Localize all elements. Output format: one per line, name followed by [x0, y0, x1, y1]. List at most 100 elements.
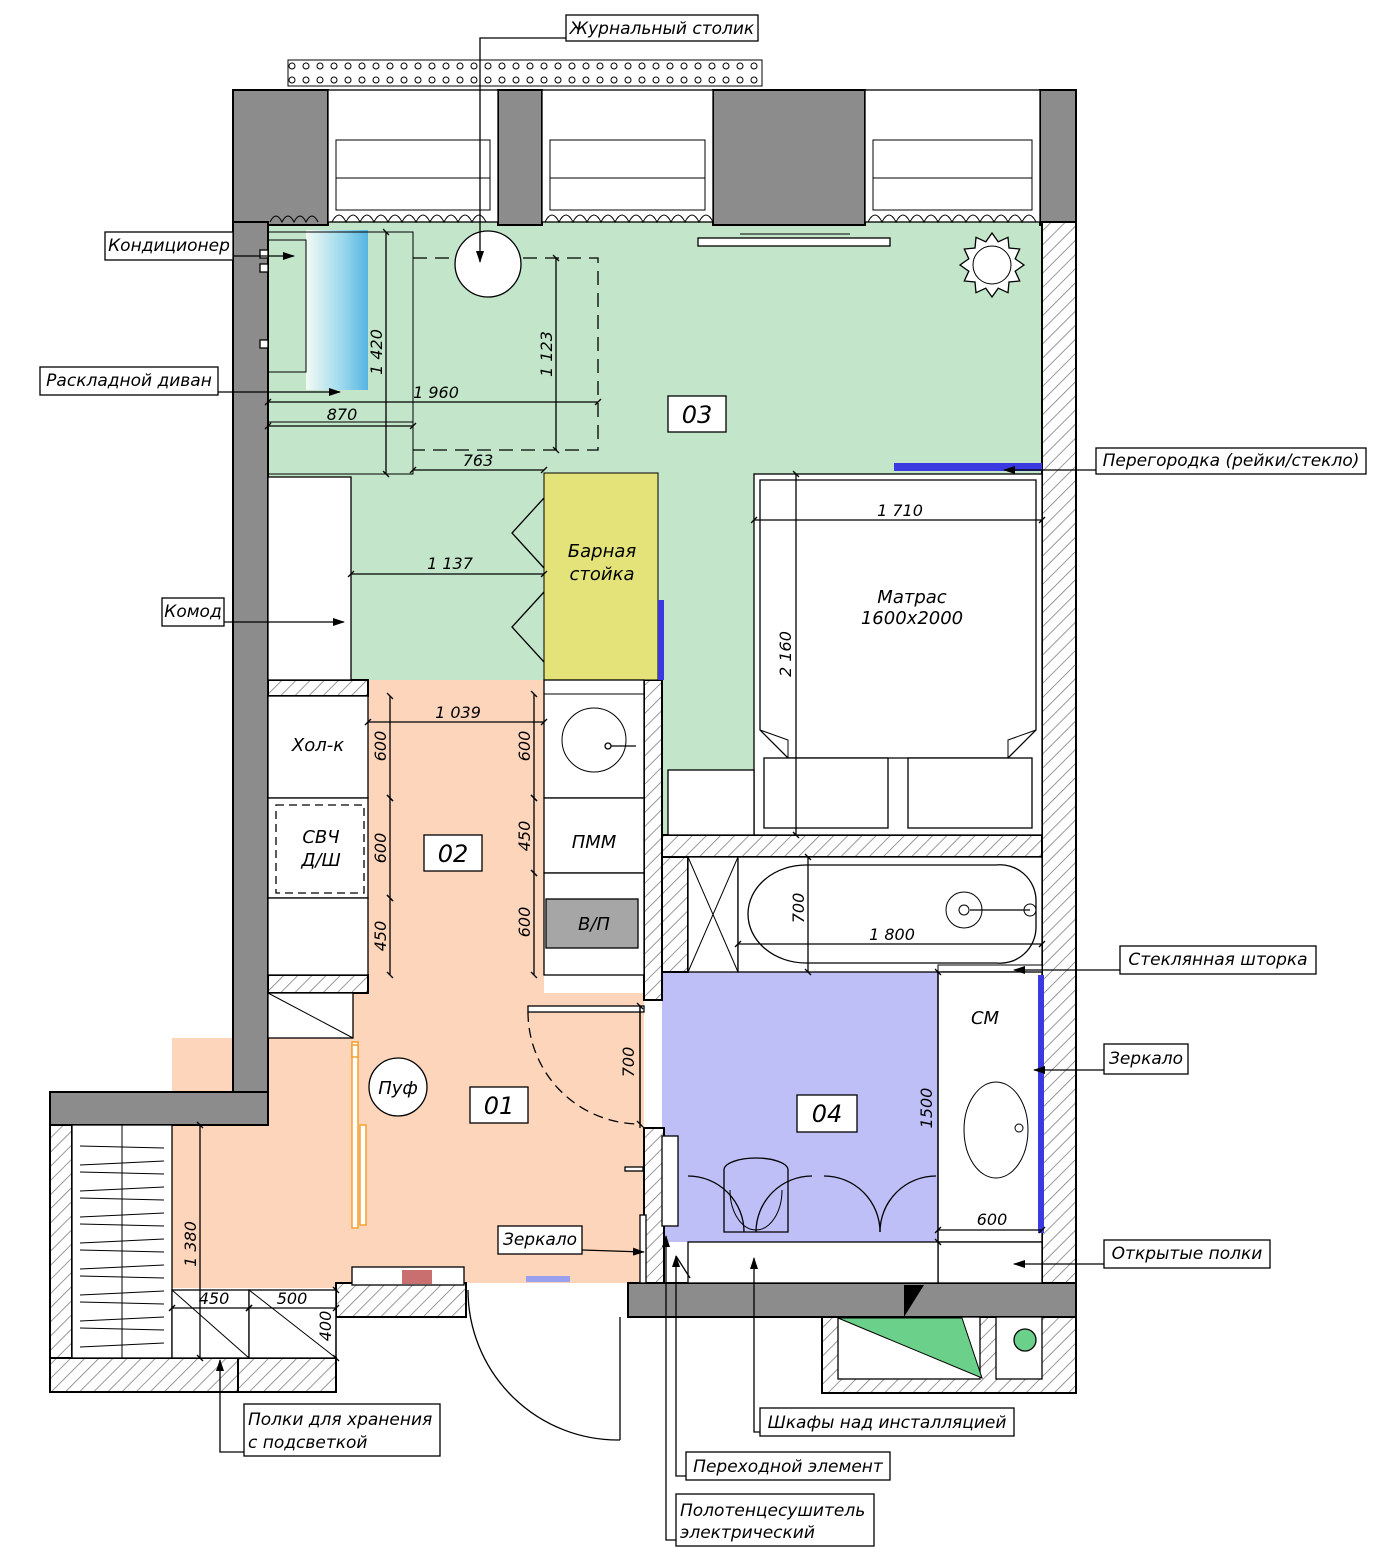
dresser: [267, 476, 352, 681]
svg-text:Полотенцесушитель: Полотенцесушитель: [680, 1501, 865, 1521]
dim-1500: 1500: [917, 1088, 936, 1129]
svg-text:с подсветкой: с подсветкой: [248, 1433, 367, 1453]
wall-pier-1: [232, 89, 329, 226]
wall-pier-2: [497, 89, 543, 226]
microwave-label-1: СВЧ: [302, 827, 339, 848]
svg-text:Зеркало: Зеркало: [1109, 1049, 1183, 1069]
callouts: Журнальный столик Кондиционер Раскладной…: [39, 14, 1367, 1547]
riser-pipe: [1013, 1328, 1037, 1352]
window-1: [327, 89, 499, 223]
wall-bath-left: [661, 856, 689, 973]
bar-stool-2: [511, 591, 545, 663]
cabinet-door-1: [687, 1175, 745, 1233]
dim-700-bath: 700: [789, 893, 808, 924]
room-01: 01: [484, 1092, 515, 1120]
window-3: [864, 89, 1041, 223]
open-shelves: [937, 1241, 1043, 1284]
dim-700-door: 700: [619, 1047, 638, 1078]
sofa-back: [267, 239, 307, 373]
windows: [269, 59, 1041, 247]
towel-dryer: [661, 1135, 679, 1227]
wall-bottom-bath: [627, 1282, 1077, 1318]
wall-bottom-entry: [237, 1357, 337, 1393]
glass-partition: [894, 463, 1042, 471]
lower-cabinet: [267, 897, 369, 976]
dim-500: 500: [277, 1289, 308, 1308]
microwave: [275, 804, 365, 894]
toilet: [723, 1157, 789, 1233]
callout-mirror-hall: [497, 1225, 583, 1255]
wall-pier-3: [712, 89, 866, 226]
balcony-rail-dots: [288, 62, 758, 84]
dim-1710: 1 710: [877, 501, 923, 520]
wall-pier-4: [1039, 89, 1077, 226]
dim-k600a: 600: [371, 731, 390, 762]
svg-text:электрический: электрический: [680, 1523, 815, 1543]
dim-1039: 1 039: [435, 703, 481, 722]
dimension-labels: 1 420 1 123 1 960 870 763 1 137 1 710 2 …: [181, 329, 1007, 1341]
wall-bottom-left: [49, 1357, 239, 1393]
pouf: [368, 1057, 428, 1117]
callout-sofa-bed: [39, 366, 219, 396]
wall-kitchen-bottom: [267, 974, 369, 994]
entry-door-swing: [467, 1289, 621, 1441]
curtain-4: [867, 214, 1037, 224]
curtain-3: [544, 214, 714, 224]
dishwasher-label: ПММ: [572, 832, 617, 853]
nightstand-2: [907, 757, 1033, 829]
dim-r600a: 600: [515, 731, 534, 762]
ac-unit: [259, 249, 269, 259]
storage-shelf-lines: [79, 1125, 165, 1358]
callout-open-shelves: [1103, 1239, 1271, 1269]
mattress-label-1: Матрас: [877, 587, 947, 608]
glass-screen: [937, 964, 1043, 973]
bar-label-1: Барная: [568, 541, 637, 562]
bar-partition: [658, 600, 664, 680]
sink-icon: [561, 707, 627, 773]
window-2: [541, 89, 714, 223]
dimension-lines: [168, 228, 1046, 1362]
cabinet-door-2: [755, 1175, 813, 1233]
bath-mirror: [1038, 975, 1044, 1233]
dim-1123: 1 123: [537, 331, 556, 377]
dim-r450: 450: [515, 821, 534, 852]
sink-cabinet: [543, 679, 645, 799]
svg-text:Стеклянная шторка: Стеклянная шторка: [1128, 950, 1307, 970]
fridge: [267, 695, 369, 799]
dim-k450a: 450: [371, 921, 390, 952]
dim-1960: 1 960: [413, 383, 459, 402]
svg-text:Комод: Комод: [164, 602, 221, 622]
shoe-box: [402, 1270, 432, 1284]
callout-dresser: [161, 597, 225, 627]
svg-text:Кондиционер: Кондиционер: [108, 236, 230, 256]
dim-k600b: 600: [371, 833, 390, 864]
svg-text:Открытые полки: Открытые полки: [1112, 1244, 1263, 1264]
callout-air-conditioner: [104, 231, 234, 261]
dim-1137: 1 137: [427, 554, 474, 573]
callout-transition: [685, 1451, 891, 1481]
bath-sink: [963, 1081, 1029, 1179]
wall-left-bottom: [49, 1124, 73, 1392]
bar-stool-1: [511, 497, 545, 569]
svg-text:Раскладной диван: Раскладной диван: [46, 371, 212, 391]
callout-storage-shelves: [243, 1403, 441, 1457]
dim-2160: 2 160: [776, 631, 795, 677]
living-furniture: [259, 230, 1043, 836]
svg-text:Зеркало: Зеркало: [503, 1230, 577, 1250]
wall-left-step: [49, 1091, 269, 1126]
dim-763: 763: [463, 451, 494, 470]
wall-right: [1041, 221, 1077, 1293]
washer-label: СМ: [971, 1008, 1000, 1029]
dim-600: 600: [977, 1210, 1008, 1229]
bathtub: [737, 856, 1043, 973]
callout-towel-dryer: [675, 1493, 875, 1547]
dim-1420: 1 420: [367, 329, 386, 375]
cabinet-door-4: [879, 1175, 937, 1233]
callout-partition: [1095, 447, 1367, 475]
bedside-shelf: [667, 769, 755, 836]
room-02: 02: [438, 840, 469, 868]
door-leaf: [527, 1005, 645, 1013]
dim-1800: 1 800: [869, 925, 915, 944]
svg-text:Полки для хранения: Полки для хранения: [248, 1410, 432, 1430]
sofa-glass: [306, 230, 368, 390]
